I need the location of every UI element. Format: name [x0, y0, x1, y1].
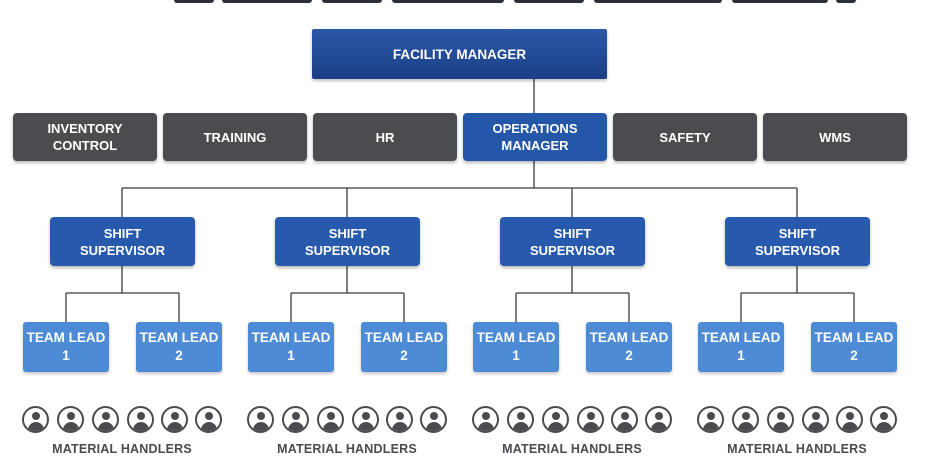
team-lead-label: TEAM LEAD 2 — [814, 330, 894, 363]
person-icon — [57, 406, 84, 433]
department-inventory-control: INVENTORY CONTROL — [13, 113, 157, 161]
person-icon — [732, 406, 759, 433]
department-label: WMS — [819, 129, 851, 145]
person-icon — [645, 406, 672, 433]
person-icon — [22, 406, 49, 433]
department-operations-manager: OPERATIONS MANAGER — [463, 113, 607, 161]
material-handlers-label: MATERIAL HANDLERS — [52, 442, 192, 456]
material-handlers-label: MATERIAL HANDLERS — [502, 442, 642, 456]
shift-supervisor-1: SHIFT SUPERVISOR — [50, 217, 195, 266]
team-lead-label: TEAM LEAD 1 — [701, 330, 781, 363]
department-label: SAFETY — [659, 129, 711, 145]
person-icon — [195, 406, 222, 433]
facility-manager-label: FACILITY MANAGER — [392, 46, 527, 62]
team-lead-1-2: TEAM LEAD 2 — [136, 322, 222, 372]
department-label: TRAINING — [203, 129, 267, 145]
person-icon — [472, 406, 499, 433]
person-icon — [697, 406, 724, 433]
person-icon — [161, 406, 188, 433]
team-lead-label: TEAM LEAD 2 — [589, 330, 669, 363]
material-handlers-label: MATERIAL HANDLERS — [277, 442, 417, 456]
shift-supervisor-3: SHIFT SUPERVISOR — [500, 217, 645, 266]
team-lead-3-1: TEAM LEAD 1 — [473, 322, 559, 372]
person-icon — [386, 406, 413, 433]
department-safety: SAFETY — [613, 113, 757, 161]
team-lead-3-2: TEAM LEAD 2 — [586, 322, 672, 372]
team-lead-label: TEAM LEAD 2 — [139, 330, 219, 363]
team-lead-label: TEAM LEAD 2 — [364, 330, 444, 363]
facility-manager-box: FACILITY MANAGER — [312, 29, 607, 79]
shift-supervisor-label: SHIFT SUPERVISOR — [79, 225, 165, 258]
material-handlers-label: MATERIAL HANDLERS — [727, 442, 867, 456]
team-lead-4-1: TEAM LEAD 1 — [698, 322, 784, 372]
person-icon — [802, 406, 829, 433]
person-icon — [611, 406, 638, 433]
person-icon — [317, 406, 344, 433]
department-training: TRAINING — [163, 113, 307, 161]
team-lead-label: TEAM LEAD 1 — [476, 330, 556, 363]
person-icon — [420, 406, 447, 433]
department-label: HR — [375, 129, 395, 145]
person-icon — [92, 406, 119, 433]
team-lead-label: TEAM LEAD 1 — [26, 330, 106, 363]
team-lead-label: TEAM LEAD 1 — [251, 330, 331, 363]
shift-supervisor-label: SHIFT SUPERVISOR — [529, 225, 615, 258]
team-lead-2-2: TEAM LEAD 2 — [361, 322, 447, 372]
person-icon — [542, 406, 569, 433]
person-icon — [282, 406, 309, 433]
department-hr: HR — [313, 113, 457, 161]
cropped-title-strip — [0, 0, 930, 6]
department-label: INVENTORY CONTROL — [47, 121, 123, 153]
person-icon — [127, 406, 154, 433]
person-icon — [352, 406, 379, 433]
person-icon — [870, 406, 897, 433]
team-lead-4-2: TEAM LEAD 2 — [811, 322, 897, 372]
person-icon — [767, 406, 794, 433]
shift-supervisor-label: SHIFT SUPERVISOR — [304, 225, 390, 258]
person-icon — [507, 406, 534, 433]
shift-supervisor-label: SHIFT SUPERVISOR — [754, 225, 840, 258]
team-lead-2-1: TEAM LEAD 1 — [248, 322, 334, 372]
department-wms: WMS — [763, 113, 907, 161]
department-label: OPERATIONS MANAGER — [492, 121, 578, 153]
person-icon — [247, 406, 274, 433]
person-icon — [577, 406, 604, 433]
shift-supervisor-2: SHIFT SUPERVISOR — [275, 217, 420, 266]
team-lead-1-1: TEAM LEAD 1 — [23, 322, 109, 372]
person-icon — [836, 406, 863, 433]
shift-supervisor-4: SHIFT SUPERVISOR — [725, 217, 870, 266]
